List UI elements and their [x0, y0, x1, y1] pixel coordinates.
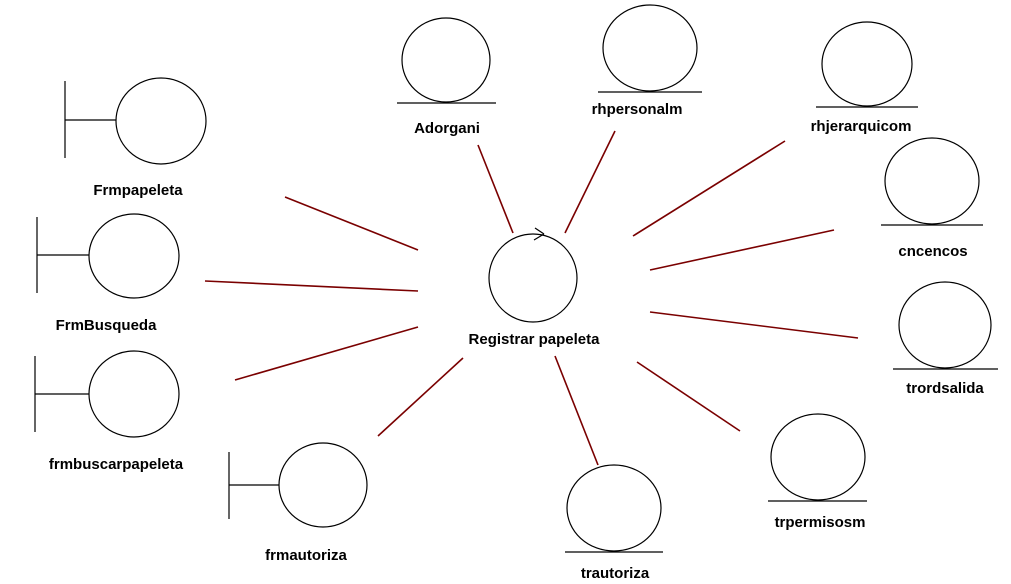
entity-label: rhpersonalm — [592, 101, 683, 118]
entity-label: trordsalida — [906, 380, 984, 397]
control-arrowhead — [533, 227, 545, 241]
boundary-frmbusqueda: FrmBusqueda — [36, 213, 180, 334]
entity-icon — [898, 281, 992, 369]
entity-adorgani: Adorgani — [397, 17, 496, 137]
association-frmpapeleta — [284, 196, 419, 251]
boundary-frmpapeleta: Frmpapeleta — [64, 77, 207, 199]
association-lines — [204, 130, 859, 466]
association-frmautoriza — [377, 357, 464, 437]
boundary-frmautoriza: frmautoriza — [228, 442, 368, 564]
entity-label: cncencos — [898, 243, 967, 260]
association-trpermisosm — [636, 361, 741, 432]
control-icon — [488, 233, 578, 323]
control-registrar-papeleta: Registrar papeleta — [469, 227, 601, 348]
entity-rhpersonalm: rhpersonalm — [592, 4, 702, 118]
association-frmbusqueda — [204, 280, 419, 292]
entity-icon — [566, 464, 662, 552]
boundary-icon — [115, 77, 207, 165]
entity-trpermisosm: trpermisosm — [768, 413, 867, 531]
association-cncencos — [649, 229, 835, 271]
entity-label: trpermisosm — [775, 514, 866, 531]
entity-label: rhjerarquicom — [811, 118, 912, 135]
boundary-label: frmbuscarpapeleta — [49, 456, 184, 473]
entity-label: Adorgani — [414, 120, 480, 137]
entity-icon — [602, 4, 698, 92]
association-trautoriza — [554, 355, 599, 466]
boundary-label: Frmpapeleta — [93, 182, 183, 199]
boundary-label: frmautoriza — [265, 547, 347, 564]
boundary-label: FrmBusqueda — [56, 317, 158, 334]
association-adorgani — [477, 144, 514, 234]
association-rhjerarquicom — [632, 140, 786, 237]
association-rhpersonalm — [564, 130, 616, 234]
entity-cncencos: cncencos — [881, 137, 983, 260]
association-trordsalida — [649, 311, 859, 339]
control-label: Registrar papeleta — [469, 331, 601, 348]
entity-icon — [884, 137, 980, 225]
entity-label: trautoriza — [581, 565, 650, 582]
entity-icon — [770, 413, 866, 501]
entity-trautoriza: trautoriza — [565, 464, 663, 582]
entity-rhjerarquicom: rhjerarquicom — [811, 21, 918, 135]
association-frmbuscarpapeleta — [234, 326, 419, 381]
entity-icon — [821, 21, 913, 107]
entity-trordsalida: trordsalida — [893, 281, 998, 397]
boundary-icon — [278, 442, 368, 528]
boundary-icon — [88, 213, 180, 299]
boundary-icon — [88, 350, 180, 438]
entity-icon — [401, 17, 491, 103]
boundary-frmbuscarpapeleta: frmbuscarpapeleta — [34, 350, 184, 473]
